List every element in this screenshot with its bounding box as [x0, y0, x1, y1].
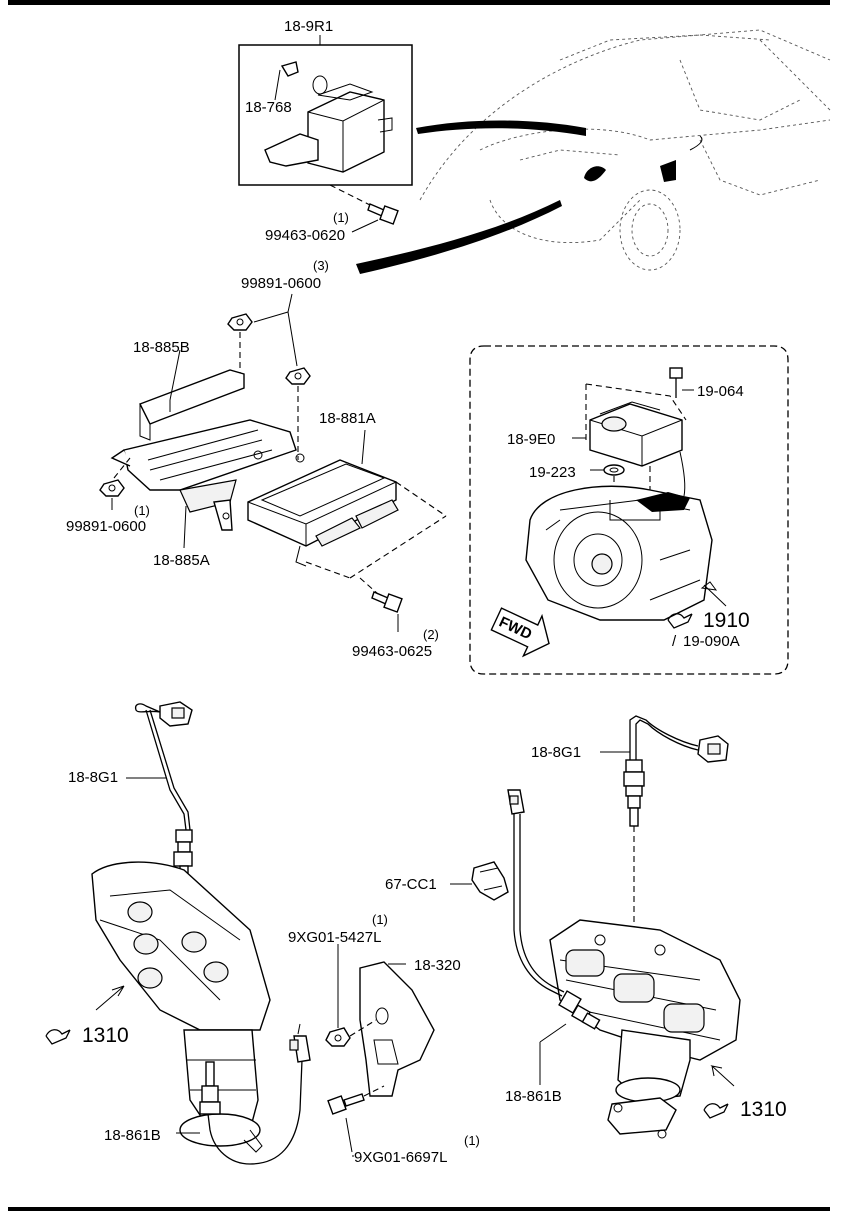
- bolt-19-064[interactable]: [669, 367, 683, 398]
- label-19-064: 19-064: [697, 383, 744, 400]
- label-9XG01-6697L: 9XG01-6697L: [354, 1149, 447, 1166]
- bottom-border-bar: [8, 1207, 830, 1211]
- locator-arrow-lower: [356, 200, 562, 274]
- ecu-bracket-assembly: [99, 293, 447, 632]
- label-18-768: 18-768: [245, 99, 292, 116]
- qty-99463-0625: (2): [423, 627, 439, 642]
- label-9XG01-5427L: 9XG01-5427L: [288, 929, 381, 946]
- label-18-8G1-right: 18-8G1: [531, 744, 581, 761]
- qty-99891-0600-left: (1): [134, 503, 150, 518]
- air-fuel-sensor-18-861B-left[interactable]: [199, 1035, 311, 1165]
- module-18-9R1-group: [238, 35, 413, 233]
- gasket-19-223[interactable]: [603, 464, 625, 476]
- label-18-9R1: 18-9R1: [284, 18, 333, 35]
- bracket-18-885A[interactable]: [123, 419, 297, 491]
- label-18-885B: 18-885B: [133, 339, 190, 356]
- bracket-18-885B[interactable]: [139, 369, 245, 425]
- control-module-18-9R1[interactable]: [307, 91, 385, 173]
- bolt-99463-0620[interactable]: [367, 203, 399, 225]
- label-18-885A: 18-885A: [153, 552, 210, 569]
- ref-prefix-slash: /: [672, 633, 677, 650]
- label-18-320: 18-320: [414, 957, 461, 974]
- transmission-housing: [525, 485, 713, 621]
- top-border-bar: [8, 0, 830, 5]
- label-18-9E0: 18-9E0: [507, 431, 555, 448]
- book-reference-icon: [667, 613, 693, 629]
- nut-99891-0600-upper[interactable]: [227, 313, 253, 331]
- qty-99891-0600-top: (3): [313, 258, 329, 273]
- exhaust-manifold-right: [507, 715, 741, 1139]
- bolt-9XG01-5427L[interactable]: [325, 1027, 351, 1047]
- module-18-9E0[interactable]: [589, 403, 683, 467]
- label-99463-0620: 99463-0620: [265, 227, 345, 244]
- oxygen-sensor-18-8G1-left[interactable]: [134, 701, 193, 881]
- module-inset-frame: [238, 44, 413, 186]
- label-67-CC1: 67-CC1: [385, 876, 437, 893]
- exhaust-manifold-left: [91, 701, 311, 1165]
- exhaust-manifold-left-body[interactable]: [91, 861, 271, 1031]
- bolt-99463-0625[interactable]: [371, 591, 403, 613]
- ref-19-090A[interactable]: 19-090A: [683, 633, 740, 650]
- nut-99891-0600-left[interactable]: [99, 479, 125, 497]
- transmission-inset: FWD: [469, 345, 789, 675]
- clip-icon: [280, 61, 299, 77]
- qty-99463-0620: (1): [333, 210, 349, 225]
- qty-9XG01-5427L: (1): [372, 912, 388, 927]
- center-bracket-group: [325, 861, 509, 1153]
- book-reference-icon-left: [45, 1029, 71, 1045]
- bracket-18-768[interactable]: [264, 133, 319, 167]
- ref-1310-left[interactable]: 1310: [82, 1024, 129, 1047]
- bracket-18-320[interactable]: [359, 961, 435, 1097]
- book-reference-icon-right: [703, 1103, 729, 1119]
- label-18-861B-right: 18-861B: [505, 1088, 562, 1105]
- ref-1310-right[interactable]: 1310: [740, 1098, 787, 1121]
- air-fuel-sensor-18-861B-right[interactable]: [507, 789, 601, 1030]
- label-18-881A: 18-881A: [319, 410, 376, 427]
- label-18-861B-left: 18-861B: [104, 1127, 161, 1144]
- label-18-8G1-left: 18-8G1: [68, 769, 118, 786]
- label-99891-0600-top: 99891-0600: [241, 275, 321, 292]
- label-99891-0600-left: 99891-0600: [66, 518, 146, 535]
- bolt-9XG01-6697L[interactable]: [327, 1093, 365, 1115]
- nut-99891-0600-lower[interactable]: [285, 367, 311, 385]
- ref-1910[interactable]: 1910: [703, 609, 750, 632]
- locator-arrow-upper: [416, 120, 586, 136]
- qty-9XG01-6697L: (1): [464, 1133, 480, 1148]
- label-19-223: 19-223: [529, 464, 576, 481]
- label-99463-0625: 99463-0625: [352, 643, 432, 660]
- ecu-18-881A[interactable]: [247, 459, 397, 547]
- forward-direction-arrow-icon: FWD: [490, 607, 550, 658]
- clip-67-CC1[interactable]: [471, 861, 509, 901]
- oxygen-sensor-18-8G1-right[interactable]: [623, 715, 729, 827]
